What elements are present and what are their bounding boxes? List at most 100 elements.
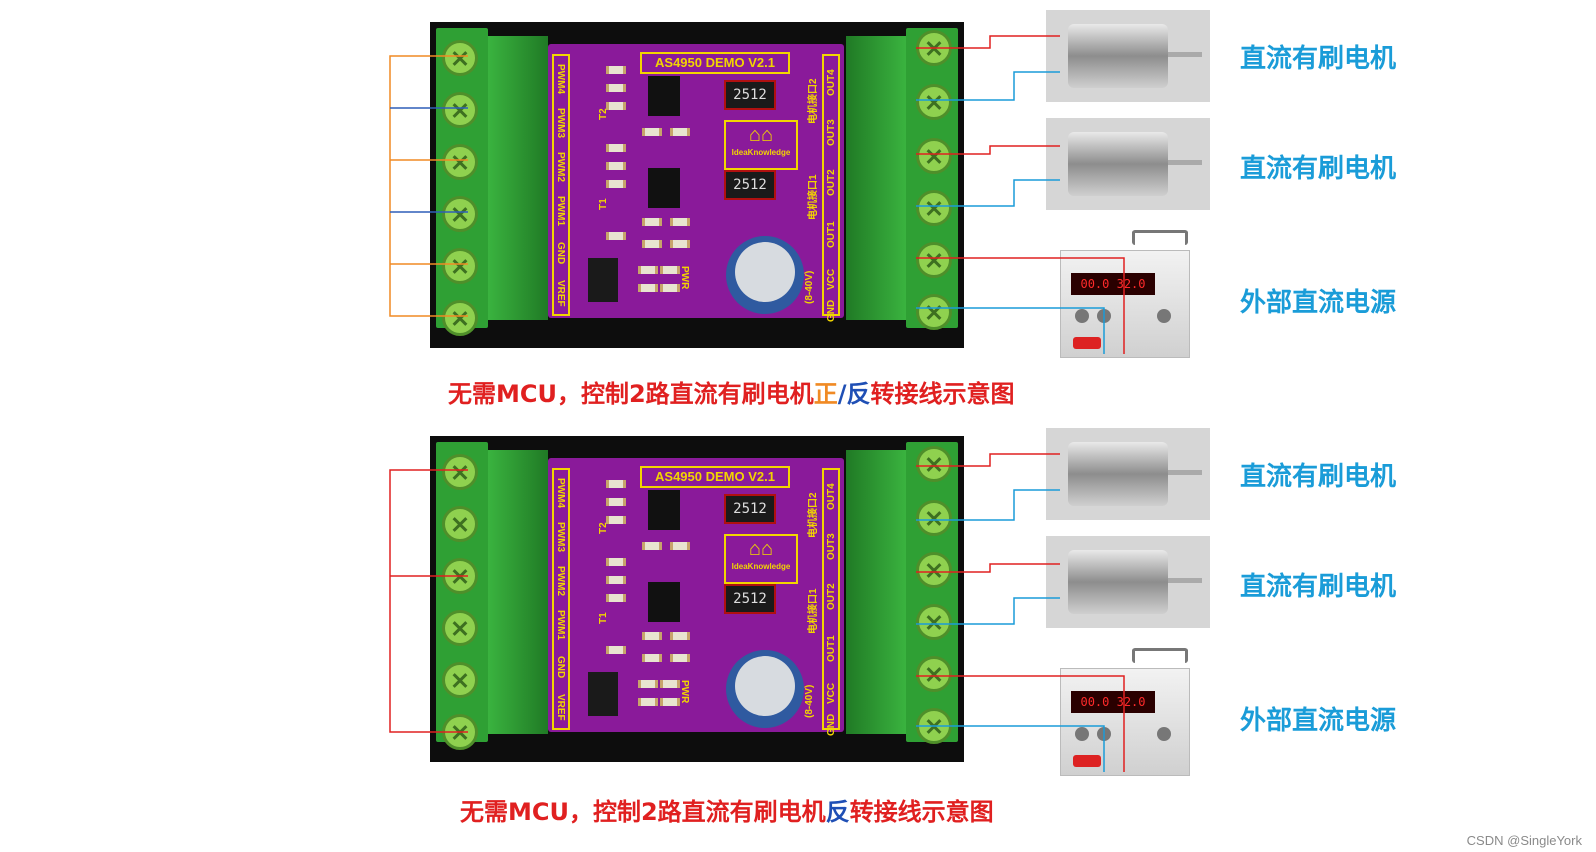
voltage-regulator xyxy=(588,258,618,302)
power-supply-label: 外部直流电源 xyxy=(1240,706,1397,736)
caption-part: 无需MCU，控制2路直流有刷电机 xyxy=(460,798,826,826)
wire-negative xyxy=(916,71,1060,101)
caption-part: 转接线示意图 xyxy=(870,380,1015,408)
smd-component xyxy=(642,128,662,136)
electrolytic-capacitor xyxy=(726,650,804,728)
smd-component xyxy=(642,542,662,550)
driver-chip xyxy=(648,582,680,622)
screw-terminal xyxy=(442,144,478,180)
smd-component xyxy=(606,180,626,188)
driver-chip xyxy=(648,490,680,530)
watermark: CSDN @SingleYork xyxy=(1466,833,1582,848)
smd-component xyxy=(606,576,626,584)
ideaknowledge-logo: ⌂⌂ IdeaKnowledge xyxy=(724,120,798,170)
load-wires-1 xyxy=(916,35,1125,354)
screw-terminal xyxy=(916,242,952,278)
screw-terminal xyxy=(916,190,952,226)
smd-component xyxy=(638,284,658,292)
dc-power-supply-image: 00.0 32.0 xyxy=(1050,228,1198,358)
shunt-resistor: 2512 xyxy=(724,170,776,200)
smd-component xyxy=(606,84,626,92)
jumper-wires-1 xyxy=(389,55,468,317)
right-pin-labels: OUT4 OUT3 OUT2 OUT1 VCC GND xyxy=(822,468,840,736)
jumper-wire-red xyxy=(389,469,468,733)
electrolytic-capacitor xyxy=(726,236,804,314)
screw-terminal xyxy=(442,300,478,336)
pcb: AS4950 DEMO V2.1 PWM4 PWM3 PWM2 PWM1 GND… xyxy=(548,458,844,736)
smd-component xyxy=(638,698,658,706)
motor-label: 直流有刷电机 xyxy=(1240,44,1397,74)
dc-motor-image xyxy=(1046,536,1210,628)
dc-motor-image xyxy=(1046,428,1210,520)
caption-part: / xyxy=(837,380,847,408)
smd-component xyxy=(638,680,658,688)
wire-negative xyxy=(916,725,1105,772)
smd-component xyxy=(670,128,690,136)
screw-terminal xyxy=(442,662,478,698)
smd-component xyxy=(606,594,626,602)
wire-negative xyxy=(916,179,1060,207)
smd-component xyxy=(642,240,662,248)
caption-part: 反 xyxy=(846,380,871,408)
smd-component xyxy=(642,632,662,640)
motor-label: 直流有刷电机 xyxy=(1240,572,1397,602)
load-wires-2 xyxy=(916,453,1125,772)
screw-terminal xyxy=(442,506,478,542)
caption-part: 无需MCU，控制2路直流有刷电机 xyxy=(448,380,814,408)
shunt-resistor: 2512 xyxy=(724,80,776,110)
wire-positive xyxy=(916,563,1060,573)
smd-component xyxy=(660,698,680,706)
screw-terminal xyxy=(916,604,952,640)
right-pin-labels: OUT4 OUT3 OUT2 OUT1 VCC GND xyxy=(822,54,840,322)
wire-negative xyxy=(916,489,1060,521)
smd-component xyxy=(606,516,626,524)
dc-motor-image xyxy=(1046,118,1210,210)
screw-terminal xyxy=(916,446,952,482)
smd-component xyxy=(606,66,626,74)
wire-positive xyxy=(916,453,1060,467)
pcb-title: AS4950 DEMO V2.1 xyxy=(640,466,790,488)
left-pin-labels: PWM4 PWM3 PWM2 PWM1 GND VREF xyxy=(552,54,570,316)
ideaknowledge-logo: ⌂⌂ IdeaKnowledge xyxy=(724,534,798,584)
smd-component xyxy=(606,498,626,506)
power-supply-label: 外部直流电源 xyxy=(1240,288,1397,318)
smd-component xyxy=(670,632,690,640)
screw-terminal xyxy=(916,84,952,120)
smd-component xyxy=(606,102,626,110)
smd-component xyxy=(660,284,680,292)
smd-component xyxy=(606,646,626,654)
smd-component xyxy=(642,654,662,662)
wire-positive xyxy=(916,257,1125,354)
wire-negative xyxy=(916,307,1105,354)
caption-2: 无需MCU，控制2路直流有刷电机反转接线示意图 xyxy=(460,792,994,827)
screw-terminal xyxy=(916,552,952,588)
pcb: AS4950 DEMO V2.1 PWM4 PWM3 PWM2 PWM1 GND… xyxy=(548,44,844,322)
screw-terminal xyxy=(916,656,952,692)
screw-terminal xyxy=(442,454,478,490)
smd-component xyxy=(606,480,626,488)
motor-label: 直流有刷电机 xyxy=(1240,154,1397,184)
driver-chip xyxy=(648,168,680,208)
screw-terminal xyxy=(442,92,478,128)
smd-component xyxy=(638,266,658,274)
shunt-resistor: 2512 xyxy=(724,584,776,614)
caption-part: 正 xyxy=(813,380,838,408)
caption-1: 无需MCU，控制2路直流有刷电机正/反转接线示意图 xyxy=(448,374,1014,409)
screw-terminal xyxy=(442,248,478,284)
wire-positive xyxy=(916,675,1125,772)
smd-component xyxy=(606,232,626,240)
smd-component xyxy=(606,162,626,170)
wire-positive xyxy=(916,35,1060,49)
screw-terminal xyxy=(916,294,952,330)
voltage-regulator xyxy=(588,672,618,716)
smd-component xyxy=(670,240,690,248)
shunt-resistor: 2512 xyxy=(724,494,776,524)
jumper-wires-2 xyxy=(389,469,468,733)
pcb-title: AS4950 DEMO V2.1 xyxy=(640,52,790,74)
motor-label: 直流有刷电机 xyxy=(1240,462,1397,492)
wire-negative xyxy=(916,597,1060,625)
smd-component xyxy=(660,266,680,274)
screw-terminal xyxy=(442,196,478,232)
right-terminal-block xyxy=(906,28,958,328)
